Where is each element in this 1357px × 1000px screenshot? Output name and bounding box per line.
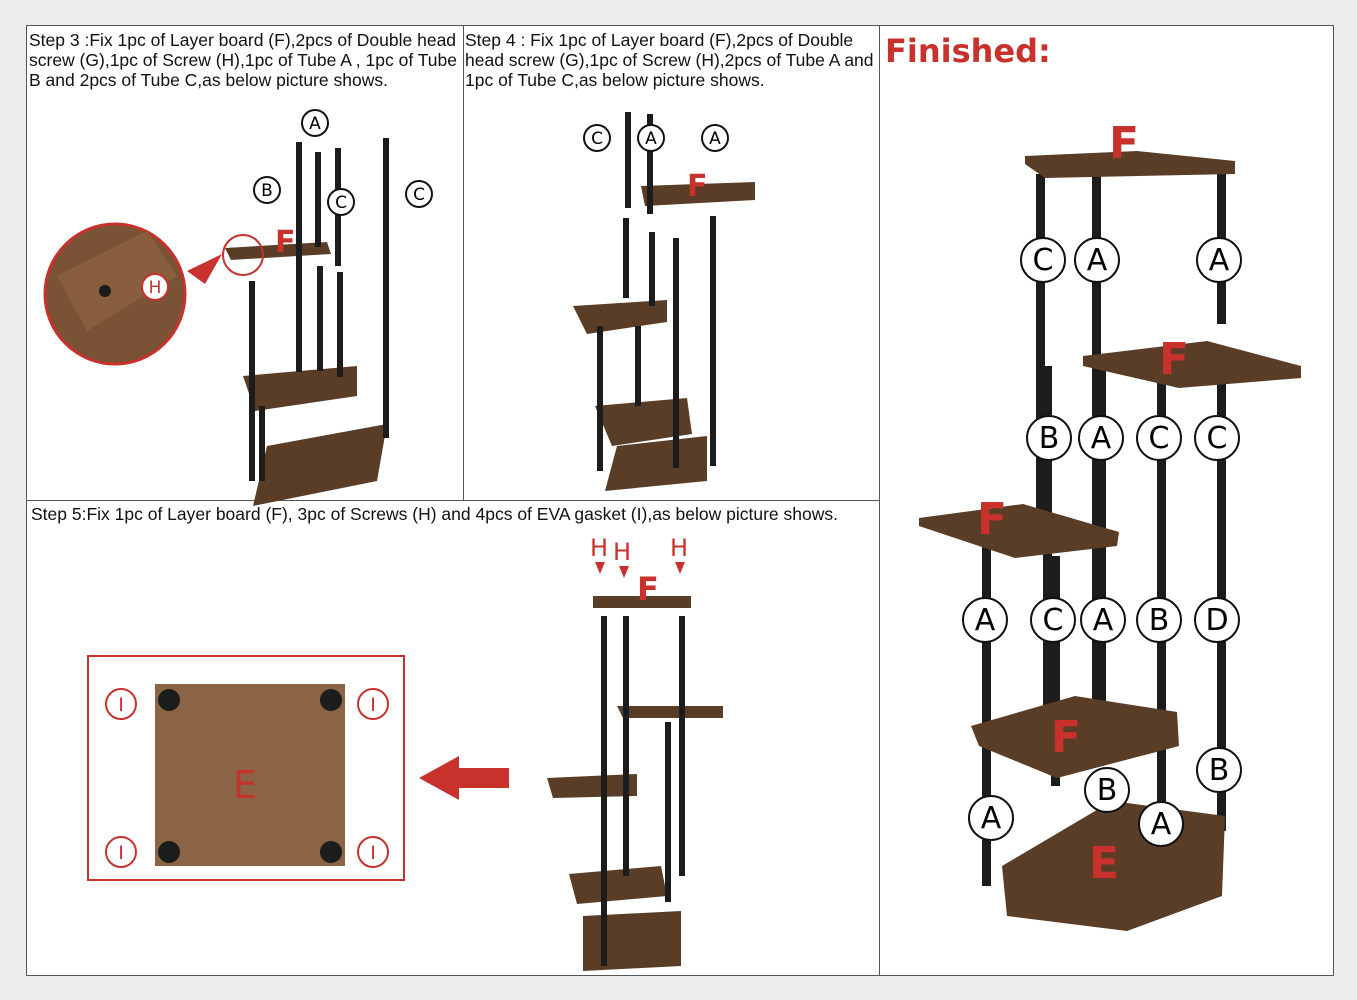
finished-shelf-2 bbox=[1083, 341, 1301, 388]
svg-text:I: I bbox=[370, 842, 376, 864]
step3-zoom-detail bbox=[43, 222, 222, 366]
svg-text:C: C bbox=[1033, 243, 1054, 278]
step5-label-f: F bbox=[637, 570, 659, 608]
svg-text:A: A bbox=[309, 114, 321, 134]
finished-board-labels: F F F F E bbox=[977, 118, 1189, 889]
step4-callouts: C A A bbox=[583, 124, 729, 152]
step4-label-f: F bbox=[687, 169, 708, 204]
svg-text:B: B bbox=[1097, 773, 1118, 808]
svg-text:D: D bbox=[1205, 603, 1228, 638]
svg-text:I: I bbox=[118, 694, 124, 716]
svg-text:A: A bbox=[981, 801, 1002, 836]
svg-text:H: H bbox=[670, 534, 688, 562]
svg-text:A: A bbox=[1087, 243, 1108, 278]
finished-tube-callouts: C A A B A C C A C A B D B B bbox=[962, 237, 1242, 847]
svg-text:A: A bbox=[709, 129, 721, 149]
finished-title: Finished: bbox=[885, 32, 1051, 70]
svg-text:C: C bbox=[1207, 421, 1228, 456]
step4-tubes bbox=[597, 112, 716, 471]
step5-illustration: E I I I I F H H H bbox=[87, 534, 723, 971]
instruction-sheet: Step 3 :Fix 1pc of Layer board (F),2pcs … bbox=[26, 25, 1334, 976]
svg-text:F: F bbox=[1159, 334, 1189, 385]
svg-text:B: B bbox=[1039, 421, 1060, 456]
step4-caption: Step 4 : Fix 1pc of Layer board (F),2pcs… bbox=[465, 30, 874, 90]
svg-text:A: A bbox=[1093, 603, 1114, 638]
svg-text:C: C bbox=[1149, 421, 1170, 456]
svg-text:F: F bbox=[1051, 712, 1081, 763]
arrow-left-icon bbox=[419, 756, 509, 800]
svg-text:C: C bbox=[1043, 603, 1064, 638]
step5-bottom-detail: E I I I I bbox=[87, 655, 405, 881]
step5-label-e: E bbox=[233, 763, 257, 807]
step3-board-f bbox=[225, 242, 331, 260]
svg-text:E: E bbox=[1089, 838, 1119, 889]
svg-text:H: H bbox=[613, 538, 631, 566]
step5-caption: Step 5:Fix 1pc of Layer board (F), 3pc o… bbox=[31, 504, 838, 524]
svg-text:I: I bbox=[370, 694, 376, 716]
svg-text:B: B bbox=[1209, 753, 1230, 788]
step3-label-h: H bbox=[149, 278, 162, 298]
svg-text:A: A bbox=[975, 603, 996, 638]
finished-shelf-top bbox=[1025, 151, 1235, 178]
svg-text:F: F bbox=[1109, 118, 1139, 169]
finished-shelf-4 bbox=[971, 696, 1179, 778]
svg-text:A: A bbox=[1091, 421, 1112, 456]
svg-text:A: A bbox=[645, 129, 657, 149]
step5-screw-labels: H H H bbox=[590, 534, 688, 578]
step5-tubes bbox=[601, 616, 685, 966]
step3-label-f: F bbox=[275, 225, 296, 260]
divider-vertical-top bbox=[463, 26, 464, 500]
svg-text:C: C bbox=[591, 129, 603, 149]
step3-illustration: H F A B C C bbox=[43, 109, 433, 506]
svg-text:B: B bbox=[1149, 603, 1170, 638]
step3-callouts: A B C C bbox=[253, 109, 433, 216]
finished-illustration: F F F F E C A A B A C C A C A bbox=[919, 118, 1301, 931]
svg-text:F: F bbox=[977, 494, 1007, 545]
step3-shelf-bottom bbox=[253, 424, 387, 506]
divider-horizontal bbox=[27, 500, 879, 501]
svg-text:H: H bbox=[590, 534, 608, 562]
svg-text:I: I bbox=[118, 842, 124, 864]
svg-text:C: C bbox=[335, 193, 347, 213]
svg-text:B: B bbox=[261, 181, 273, 201]
step4-board-f bbox=[641, 182, 755, 206]
step3-shelf-middle bbox=[243, 366, 357, 411]
divider-vertical-main bbox=[879, 26, 880, 975]
finished-shelf-3 bbox=[919, 504, 1119, 558]
svg-text:C: C bbox=[413, 185, 425, 205]
step4-illustration: F C A A bbox=[573, 112, 755, 491]
svg-text:A: A bbox=[1151, 807, 1172, 842]
step3-caption: Step 3 :Fix 1pc of Layer board (F),2pcs … bbox=[29, 30, 457, 90]
svg-text:A: A bbox=[1209, 243, 1230, 278]
